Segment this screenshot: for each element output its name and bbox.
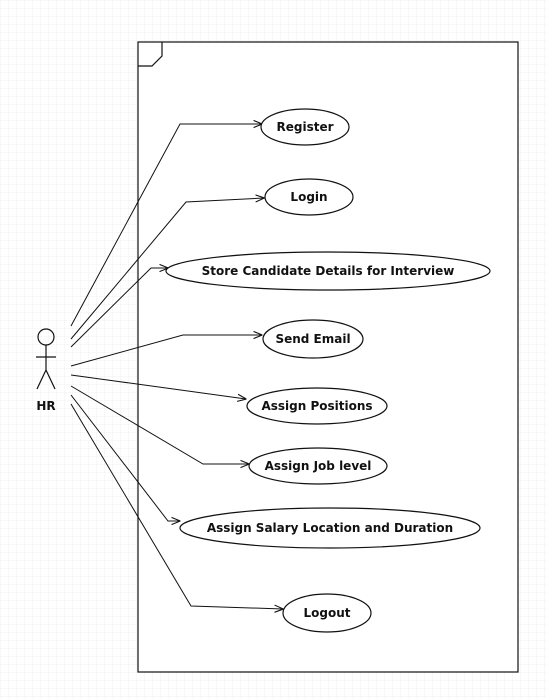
hr-actor[interactable]: HR (36, 328, 56, 413)
use-case-label: Store Candidate Details for Interview (202, 264, 455, 278)
use-case-label: Login (290, 190, 327, 204)
use-case-register[interactable]: Register (260, 108, 350, 146)
association-line-assign-salary-location-duration (70, 394, 180, 521)
use-case-logout[interactable]: Logout (282, 593, 372, 633)
stick-figure-actor-icon (36, 328, 56, 390)
use-case-login[interactable]: Login (264, 178, 354, 216)
use-case-label: Send Email (275, 332, 350, 346)
use-case-assign-salary-location-duration[interactable]: Assign Salary Location and Duration (179, 507, 481, 549)
use-case-ellipse (260, 108, 350, 146)
use-case-assign-positions[interactable]: Assign Positions (246, 387, 388, 425)
actor-label: HR (36, 399, 55, 413)
use-case-ellipse (262, 319, 364, 359)
association-line-send-email (70, 335, 262, 367)
use-case-ellipse (246, 387, 388, 425)
use-case-label: Assign Positions (261, 399, 372, 413)
association-line-login (70, 198, 264, 340)
association-lines (70, 124, 283, 609)
association-line-assign-positions (70, 374, 246, 399)
use-case-send-email[interactable]: Send Email (262, 319, 364, 359)
use-case-label: Register (276, 120, 333, 134)
boundary-corner-mark (138, 42, 163, 67)
use-case-label: Logout (303, 606, 350, 620)
use-case-assign-job-level[interactable]: Assign Job level (248, 447, 388, 485)
use-case-ellipse (179, 507, 481, 549)
use-case-label: Assign Salary Location and Duration (207, 521, 453, 535)
use-case-ellipse (165, 251, 491, 291)
use-case-ellipse (264, 178, 354, 216)
use-case-store-candidate-details[interactable]: Store Candidate Details for Interview (165, 251, 491, 291)
association-line-logout (70, 403, 283, 609)
association-line-store-candidate-details (70, 268, 168, 348)
use-case-ellipse (248, 447, 388, 485)
association-line-assign-job-level (70, 385, 249, 464)
use-case-label: Assign Job level (265, 459, 372, 473)
use-case-ellipse (282, 593, 372, 633)
association-line-register (70, 124, 262, 327)
